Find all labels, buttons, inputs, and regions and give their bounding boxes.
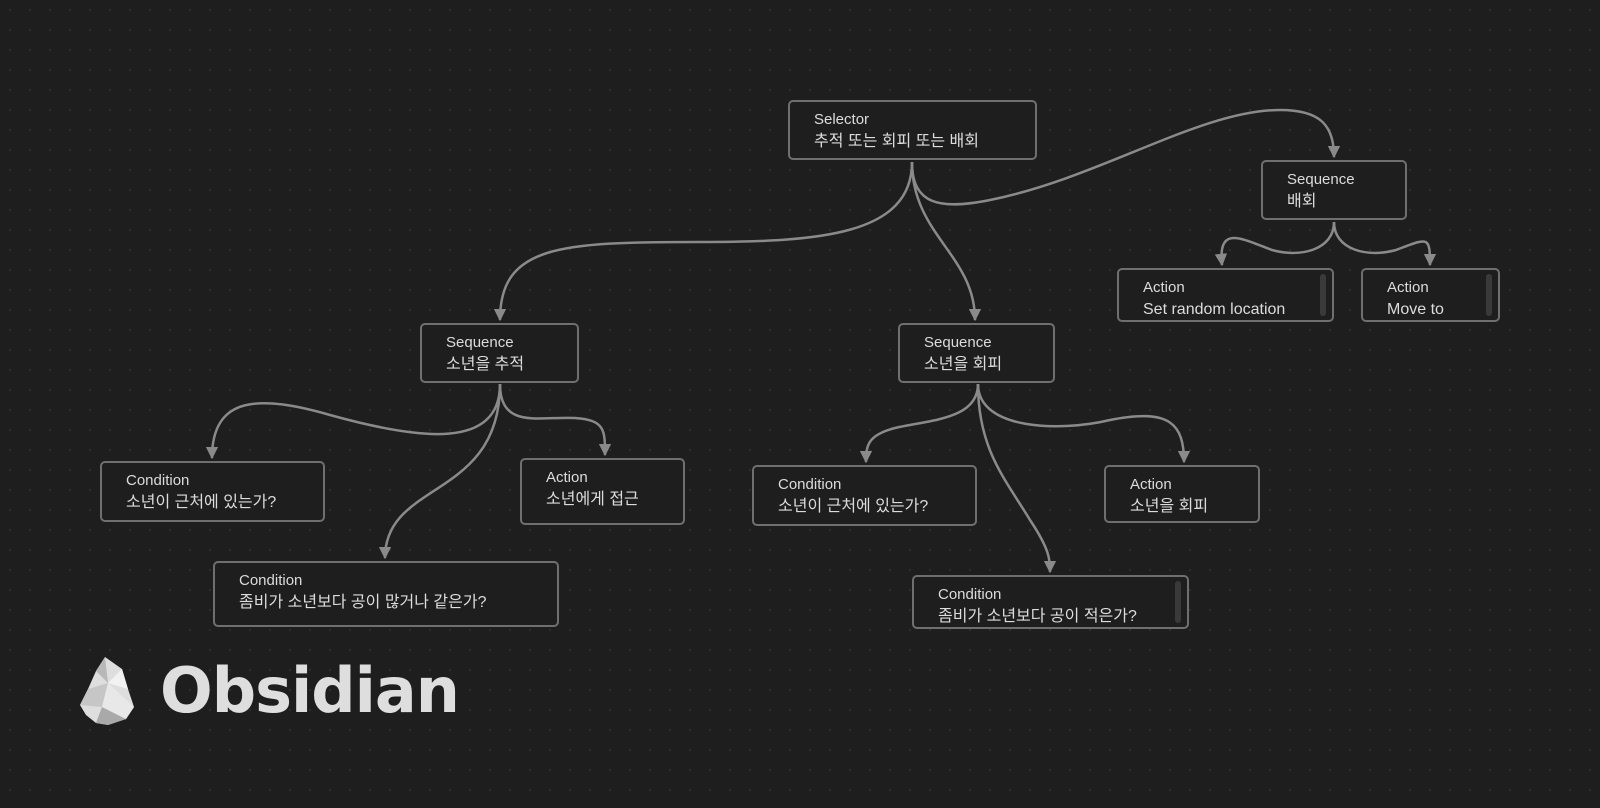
node-label: 좀비가 소년보다 공이 많거나 같은가?: [239, 594, 487, 611]
node-label: 소년이 근처에 있는가?: [778, 498, 929, 515]
node-condition-near-2[interactable]: Condition 소년이 근처에 있는가?: [752, 465, 977, 526]
node-type: Condition: [126, 472, 190, 489]
node-scrollbar[interactable]: [1320, 274, 1326, 316]
edge-seq-chase-to-act-approach: [498, 383, 612, 457]
node-action-move-to[interactable]: Action Move to: [1361, 268, 1500, 322]
brand-name: Obsidian: [160, 654, 460, 727]
node-sequence-wander[interactable]: Sequence 배회: [1261, 160, 1407, 220]
node-action-avoid[interactable]: Action 소년을 회피: [1104, 465, 1260, 523]
edge-seq-wander-to-act-moveto: [1332, 221, 1437, 267]
node-type: Sequence: [446, 334, 514, 351]
edge-selector-to-seq-avoid: [910, 161, 982, 322]
node-selector[interactable]: Selector 추적 또는 회피 또는 배회: [788, 100, 1037, 160]
node-sequence-chase[interactable]: Sequence 소년을 추적: [420, 323, 579, 383]
edge-seq-avoid-to-cond-fewer-balls: [976, 383, 1057, 574]
node-label: Set random location: [1143, 301, 1286, 318]
node-label: Move to: [1387, 301, 1444, 318]
node-label: 소년을 회피: [924, 356, 1003, 373]
edge-seq-avoid-to-act-avoid: [976, 383, 1191, 464]
node-label: 소년에게 접근: [546, 491, 639, 508]
node-sequence-avoid[interactable]: Sequence 소년을 회피: [898, 323, 1055, 383]
edge-selector-to-seq-chase: [493, 161, 914, 322]
node-label: 소년을 추적: [446, 356, 525, 373]
node-scrollbar[interactable]: [1175, 581, 1181, 623]
node-type: Sequence: [924, 334, 992, 351]
node-type: Sequence: [1287, 171, 1355, 188]
node-type: Selector: [814, 111, 870, 128]
node-type: Condition: [239, 572, 303, 589]
node-label: 소년을 회피: [1130, 498, 1209, 515]
edge-seq-wander-to-act-random: [1214, 221, 1336, 267]
node-condition-more-balls[interactable]: Condition 좀비가 소년보다 공이 많거나 같은가?: [213, 561, 559, 627]
node-type: Condition: [778, 476, 842, 493]
node-type: Action: [1143, 279, 1185, 296]
node-scrollbar[interactable]: [1486, 274, 1492, 316]
node-condition-fewer-balls[interactable]: Condition 좀비가 소년보다 공이 적은가?: [912, 575, 1189, 629]
node-action-approach[interactable]: Action 소년에게 접근: [520, 458, 685, 525]
node-label: 좀비가 소년보다 공이 적은가?: [938, 608, 1137, 625]
node-type: Action: [546, 469, 588, 486]
node-type: Action: [1387, 279, 1429, 296]
edge-seq-avoid-to-cond-near-2: [859, 383, 980, 464]
node-condition-near-1[interactable]: Condition 소년이 근처에 있는가?: [100, 461, 325, 522]
edge-seq-chase-to-cond-more-balls: [378, 383, 502, 560]
edge-seq-chase-to-cond-near-1: [205, 383, 502, 460]
edge-selector-to-seq-wander: [910, 108, 1341, 206]
node-type: Condition: [938, 586, 1002, 603]
obsidian-logo: Obsidian: [78, 654, 498, 735]
node-label: 배회: [1287, 193, 1317, 210]
node-label: 소년이 근처에 있는가?: [126, 494, 277, 511]
node-label: 추적 또는 회피 또는 배회: [814, 133, 979, 150]
obsidian-crystal-icon: [80, 657, 134, 725]
node-type: Action: [1130, 476, 1172, 493]
node-action-random-location[interactable]: Action Set random location: [1117, 268, 1334, 322]
